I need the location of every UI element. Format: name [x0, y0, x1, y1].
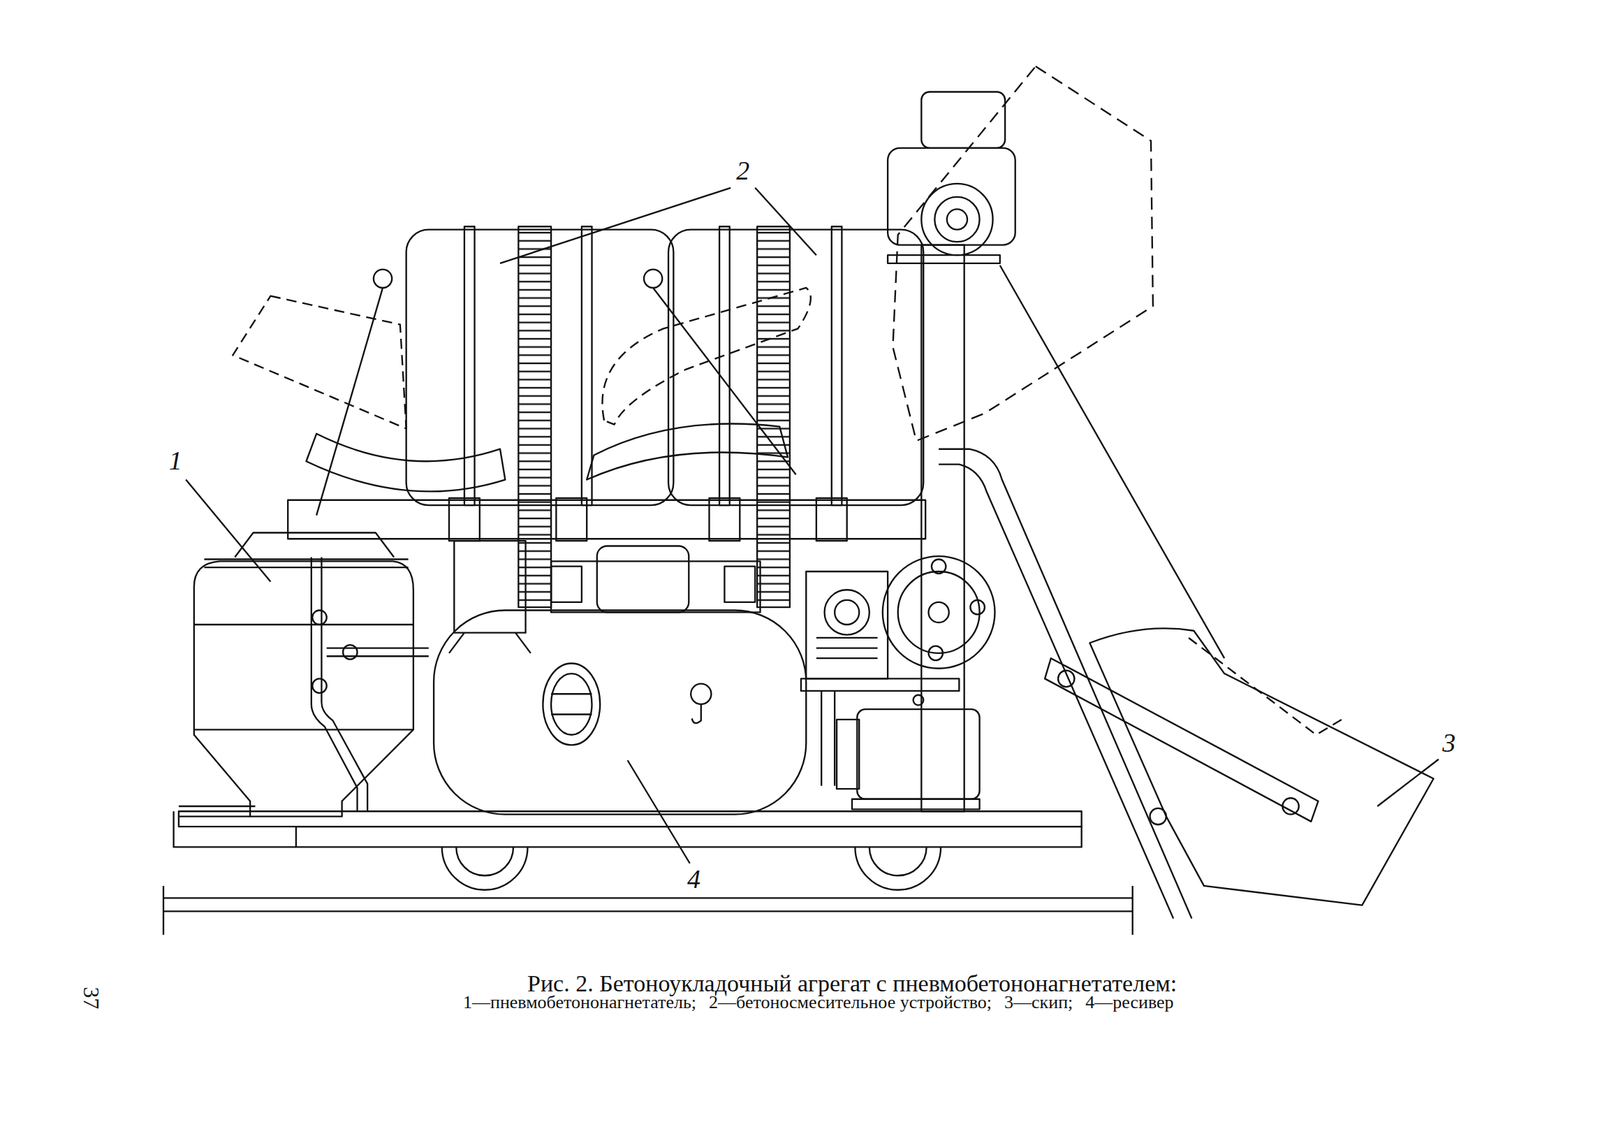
belt [821, 690, 835, 786]
winch-housing [887, 148, 1016, 246]
skip-inner [1188, 637, 1342, 735]
gauge-hook [692, 703, 702, 723]
pulley-bolt [970, 599, 985, 614]
winch-drum [947, 208, 968, 230]
stand [449, 540, 531, 653]
motor-end [836, 719, 860, 789]
leader-line [185, 479, 271, 582]
saddle [586, 423, 788, 480]
pulley-bolt [928, 646, 943, 660]
gearbox-shaft [834, 599, 860, 625]
lever [652, 287, 796, 475]
manhole-bolt [551, 693, 592, 714]
winch-plate [887, 254, 1001, 264]
hopper [234, 532, 394, 557]
manhole [542, 662, 600, 745]
leader-line [754, 187, 817, 255]
roller [1058, 670, 1075, 687]
vessel-seam [194, 624, 414, 730]
saddle [306, 433, 506, 492]
air-pipe [326, 648, 429, 657]
callout-number: 3 [1442, 727, 1456, 759]
lever-pivot [643, 269, 663, 288]
drum-dashed [602, 287, 811, 425]
valve [342, 644, 357, 659]
mast [921, 245, 964, 812]
injector-vessel [194, 560, 414, 816]
clamp [555, 497, 587, 541]
gearbox-fins [816, 637, 878, 658]
raised-skip [892, 66, 1153, 441]
callout-number: 4 [687, 863, 701, 895]
manhole [551, 673, 592, 735]
pulley [928, 602, 950, 623]
air-pipe [311, 557, 368, 812]
gearbox-shaft [824, 589, 870, 635]
wheel [854, 846, 941, 890]
leader-line [500, 187, 731, 264]
pulley-bolt [931, 558, 946, 573]
clamp [449, 497, 480, 541]
figure-caption: Рис. 2. Бетоноукладочный агрегат с пневм… [527, 969, 1177, 997]
clamp [708, 497, 740, 541]
page-number: 37 [78, 986, 105, 1010]
callout-number: 2 [736, 155, 750, 187]
roller [1282, 797, 1299, 814]
rail [163, 885, 1133, 935]
clamp [816, 497, 848, 541]
gauge [690, 683, 711, 704]
pulley [898, 571, 980, 653]
winch-drum [921, 183, 993, 255]
plate [801, 678, 959, 691]
gear-rack [518, 226, 552, 607]
coupling [724, 566, 755, 603]
lever [316, 287, 383, 516]
gear-rack [757, 226, 790, 607]
gearbox [805, 571, 888, 679]
motor [856, 708, 980, 799]
roller [1150, 808, 1167, 825]
skip-cable [1000, 265, 1225, 658]
lever-pivot [373, 269, 392, 288]
leader-line [627, 759, 691, 864]
drive-motor [597, 545, 689, 612]
callout-number: 1 [169, 445, 183, 477]
valve [312, 678, 327, 693]
winch-drum [934, 196, 980, 242]
drive-base [551, 560, 760, 612]
drum-band [831, 226, 843, 505]
leader-line [1377, 759, 1439, 806]
pulley [882, 555, 996, 669]
skip-guide [938, 449, 1192, 919]
drum-band [719, 226, 730, 505]
skip-arm [1044, 657, 1318, 822]
beam [287, 500, 926, 540]
mixer-drum [668, 229, 924, 505]
outline-group [163, 66, 1439, 935]
wheel [442, 846, 528, 890]
chute-dashed [232, 296, 406, 429]
coupling [551, 566, 582, 603]
valve [312, 610, 327, 625]
drum-band [464, 226, 475, 505]
motor-base [852, 798, 980, 810]
frame-channel [296, 826, 1082, 847]
receiver-tank [433, 610, 806, 815]
drum-band [581, 226, 593, 505]
flange [203, 558, 408, 568]
outlet-pipe [178, 805, 256, 817]
skip-bucket [1089, 627, 1434, 905]
